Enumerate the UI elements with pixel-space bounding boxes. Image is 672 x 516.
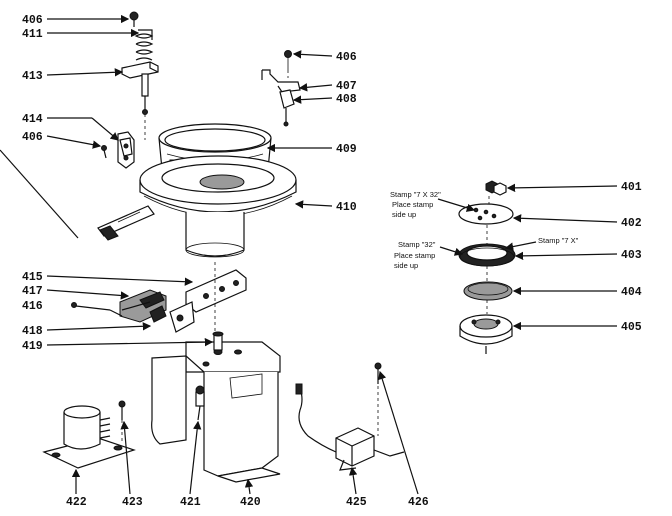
label-407: 407 — [336, 80, 357, 93]
label-404: 404 — [621, 286, 642, 299]
note-stamp-32: Stamp "32" — [398, 240, 436, 249]
edge-divider-line — [0, 149, 79, 239]
bolt-421 — [195, 385, 205, 421]
mounting-bracket-420 — [151, 341, 281, 483]
bracket-414 — [117, 131, 135, 169]
stamp-notes: Stamp "7 X 32" Place stamp side up Stamp… — [390, 190, 579, 270]
label-420: 420 — [240, 496, 261, 509]
label-408: 408 — [336, 93, 357, 106]
screw-416 — [71, 302, 123, 317]
part-number-labels: 406 411 413 414 406 406 407 408 409 410 … — [22, 14, 642, 509]
plate-402 — [458, 203, 514, 225]
label-406-c: 406 — [336, 51, 357, 64]
label-422: 422 — [66, 496, 87, 509]
label-405: 405 — [621, 321, 642, 334]
label-418: 418 — [22, 325, 43, 338]
label-406-a: 406 — [22, 14, 43, 27]
nut-401 — [485, 180, 507, 196]
thermal-switch-425 — [295, 383, 405, 471]
screw-406-top-right — [284, 50, 292, 70]
label-426: 426 — [408, 496, 429, 509]
label-409: 409 — [336, 143, 357, 156]
label-413: 413 — [22, 70, 43, 83]
label-423: 423 — [122, 496, 143, 509]
label-403: 403 — [621, 249, 642, 262]
label-416: 416 — [22, 300, 43, 313]
note-stamp-7x32: Stamp "7 X 32" — [390, 190, 441, 199]
housing-base-410 — [97, 155, 297, 258]
switch-417 — [119, 289, 167, 323]
label-406-b: 406 — [22, 131, 43, 144]
label-410: 410 — [336, 201, 357, 214]
label-419: 419 — [22, 340, 43, 353]
label-414: 414 — [22, 113, 43, 126]
label-415: 415 — [22, 271, 43, 284]
label-425: 425 — [346, 496, 367, 509]
label-411: 411 — [22, 28, 43, 41]
label-417: 417 — [22, 285, 43, 298]
bracket-415 — [169, 269, 247, 333]
bracket-407 — [261, 69, 301, 93]
assembly-guide-lines — [121, 70, 490, 444]
clamp-413 — [121, 61, 159, 115]
screen-404 — [463, 281, 513, 301]
note-stamp-7x32-place: Place stamp — [392, 200, 433, 209]
screw-406-top-left — [129, 11, 139, 27]
gasket-403 — [458, 243, 516, 267]
label-401: 401 — [621, 181, 642, 194]
screw-406-left — [101, 145, 107, 159]
note-stamp-32-side: side up — [394, 261, 418, 270]
leader-lines — [46, 14, 618, 495]
screw-423 — [118, 400, 126, 420]
label-402: 402 — [621, 217, 642, 230]
post-419 — [212, 331, 224, 351]
terminal-408 — [279, 89, 295, 127]
note-stamp-7x32-side: side up — [392, 210, 416, 219]
note-stamp-7x: Stamp "7 X" — [538, 236, 579, 245]
screw-426 — [374, 362, 382, 384]
valve-body-405 — [459, 314, 513, 354]
note-stamp-32-place: Place stamp — [394, 251, 435, 260]
spring-411 — [134, 29, 154, 61]
label-421: 421 — [180, 496, 201, 509]
capacitor-422 — [42, 405, 136, 469]
